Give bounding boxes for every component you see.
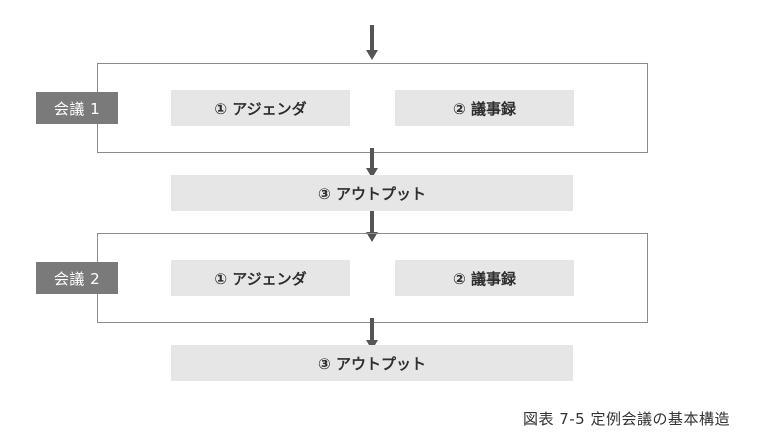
arrow-into-meeting-1 <box>366 25 378 60</box>
meeting-2-minutes-box: ② 議事録 <box>395 260 574 296</box>
meeting-1-label: 会議 1 <box>36 92 118 124</box>
meeting-1-output-box: ③ アウトプット <box>171 175 573 211</box>
meeting-2-label: 会議 2 <box>36 262 118 294</box>
meeting-2-agenda-box: ① アジェンダ <box>171 260 350 296</box>
arrow-meeting-1-to-output <box>366 148 378 178</box>
arrow-output-to-meeting-2 <box>366 211 378 243</box>
figure-caption: 図表 7-5 定例会議の基本構造 <box>522 410 730 428</box>
meeting-1-agenda-box: ① アジェンダ <box>171 90 350 126</box>
meeting-2-output-box: ③ アウトプット <box>171 345 573 381</box>
meeting-1-minutes-box: ② 議事録 <box>395 90 574 126</box>
